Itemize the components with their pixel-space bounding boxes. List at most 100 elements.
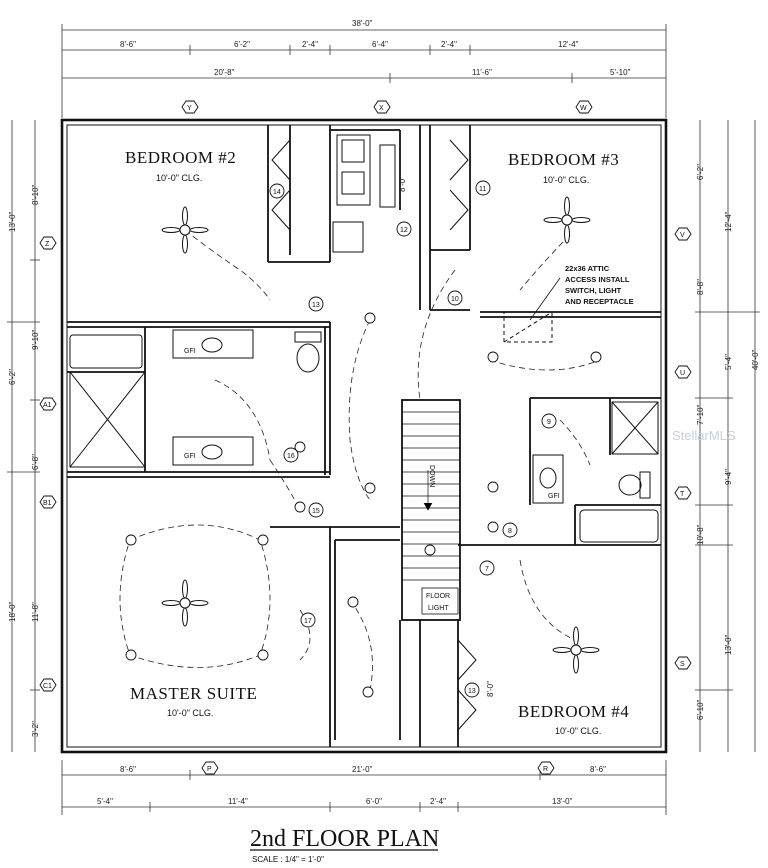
dim-bottom-row2-5: 13'-0" [552,797,573,806]
callout-13: 13 [312,302,320,309]
dim-bottom-row2-3: 6'-0" [366,797,382,806]
grid-marker-c1: C1 [43,683,52,690]
interior-walls [67,125,661,747]
ceiling-fans [161,196,600,674]
grid-markers-bottom [201,761,555,775]
callout-10: 10 [451,296,459,303]
grid-marker-a1: A1 [43,402,52,409]
bath-fixtures [69,134,659,543]
dim-left-inner-4: 11'-8" [31,602,40,622]
floor-light-label-2: LIGHT [428,605,449,612]
dim-interior-2: 8'-0" [486,681,495,697]
attic-leader-line [529,277,561,321]
dim-left-inner-3: 6'-8" [31,454,40,470]
bottom-dimension-lines [61,760,667,815]
right-dimension-lines [695,120,760,752]
stair-down-label: DOWN [428,465,435,487]
grid-marker-w: W [580,105,587,112]
attic-note-2: ACCESS INSTALL [565,275,630,284]
dim-bottom-3: 8'-6" [590,765,606,774]
dim-right-7: 10'-8" [696,524,705,545]
electrical-wiring [119,229,601,691]
dim-left-outer-3: 18'-0" [8,601,17,622]
dim-top-overall: 38'-0" [352,19,373,28]
attic-note-4: AND RECEPTACLE [565,297,634,306]
dim-bottom-row2-1: 5'-4" [97,797,113,806]
room-label-master: MASTER SUITE [130,684,257,703]
dim-right-6: 9'-4" [724,469,733,485]
callout-8: 8 [508,528,512,535]
plan-scale: SCALE : 1/4" = 1'-0" [252,855,324,864]
ceiling-lights [294,312,602,698]
grid-marker-x: X [379,105,384,112]
grid-marker-b1: B1 [43,500,52,507]
gfi-label-2: GFI [184,453,196,460]
grid-markers-right [674,227,692,670]
grid-markers-top [181,100,593,114]
dim-right-5: 7'-10" [696,404,705,425]
dim-left-outer-2: 9'-10" [31,329,40,350]
attic-note-3: SWITCH, LIGHT [565,286,622,295]
plan-title: 2nd FLOOR PLAN [250,826,439,852]
exterior-walls [60,118,668,754]
callout-9: 9 [547,419,551,426]
dim-top-row2-1: 20'-8" [214,68,235,77]
room-label-bedroom2: BEDROOM #2 [125,148,236,167]
dim-top-2: 6'-2" [234,40,250,49]
ceiling-bedroom4: 10'-0" CLG. [555,726,601,736]
dim-top-5: 2'-4" [441,40,457,49]
callout-16: 16 [287,453,295,460]
closet-bifold-doors [271,139,477,731]
callout-15: 15 [312,508,320,515]
dim-bottom-2: 21'-0" [352,765,373,774]
dim-interior-1: 8'-0" [398,176,407,192]
dim-bottom-1: 8'-6" [120,765,136,774]
dim-top-row2-2: 11'-6" [472,68,492,77]
dim-top-1: 8'-6" [120,40,136,49]
floor-light-label-1: FLOOR [426,593,450,600]
grid-marker-y: Y [187,105,192,112]
dim-top-row2-3: 5'-10" [610,68,631,77]
callout-13b: 13 [468,688,476,695]
dim-bottom-row2-2: 11'-4" [228,797,248,806]
watermark-text: StellarMLS [672,428,736,443]
floor-light-box [421,587,459,615]
dim-top-3: 2'-4" [302,40,318,49]
dim-right-1: 6'-2" [696,164,705,180]
ceiling-bedroom2: 10'-0" CLG. [156,173,202,183]
grid-marker-s: S [680,661,685,668]
room-label-bedroom4: BEDROOM #4 [518,702,629,721]
dim-right-4: 5'-4" [724,354,733,370]
grid-marker-v: V [680,232,685,239]
recessed-lights [125,534,269,661]
grid-marker-p: P [207,766,212,773]
grid-marker-u: U [680,370,685,377]
dim-right-total: 40'-0" [751,349,760,370]
dim-left-inner-2: 6'-2" [8,369,17,385]
dim-top-4: 6'-4" [372,40,388,49]
dim-right-9: 6'-10" [696,699,705,720]
grid-marker-r: R [543,766,548,773]
dim-left-inner-5: 3'-2" [31,721,40,737]
gfi-label-1: GFI [184,348,196,355]
grid-markers-left [39,236,57,692]
ceiling-bedroom3: 10'-0" CLG. [543,175,589,185]
callout-circles [269,180,557,698]
dim-bottom-row2-4: 2'-4" [430,797,446,806]
exterior-walls-inner [66,124,662,748]
grid-marker-z: Z [45,241,50,248]
dim-right-3: 8'-8" [696,279,705,295]
dim-right-8: 13'-0" [724,634,733,655]
room-label-bedroom3: BEDROOM #3 [508,150,619,169]
dim-right-2: 12'-4" [724,211,733,232]
callout-7: 7 [485,566,489,573]
dim-left-inner-1: 8'-10" [31,184,40,205]
top-dimension-lines [61,24,667,118]
dim-left-outer-1: 13'-0" [8,211,17,232]
grid-marker-t: T [680,491,685,498]
dim-top-6: 12'-4" [558,40,579,49]
callout-12: 12 [400,227,408,234]
gfi-label-3: GFI [548,493,560,500]
left-dimension-lines [7,120,40,752]
